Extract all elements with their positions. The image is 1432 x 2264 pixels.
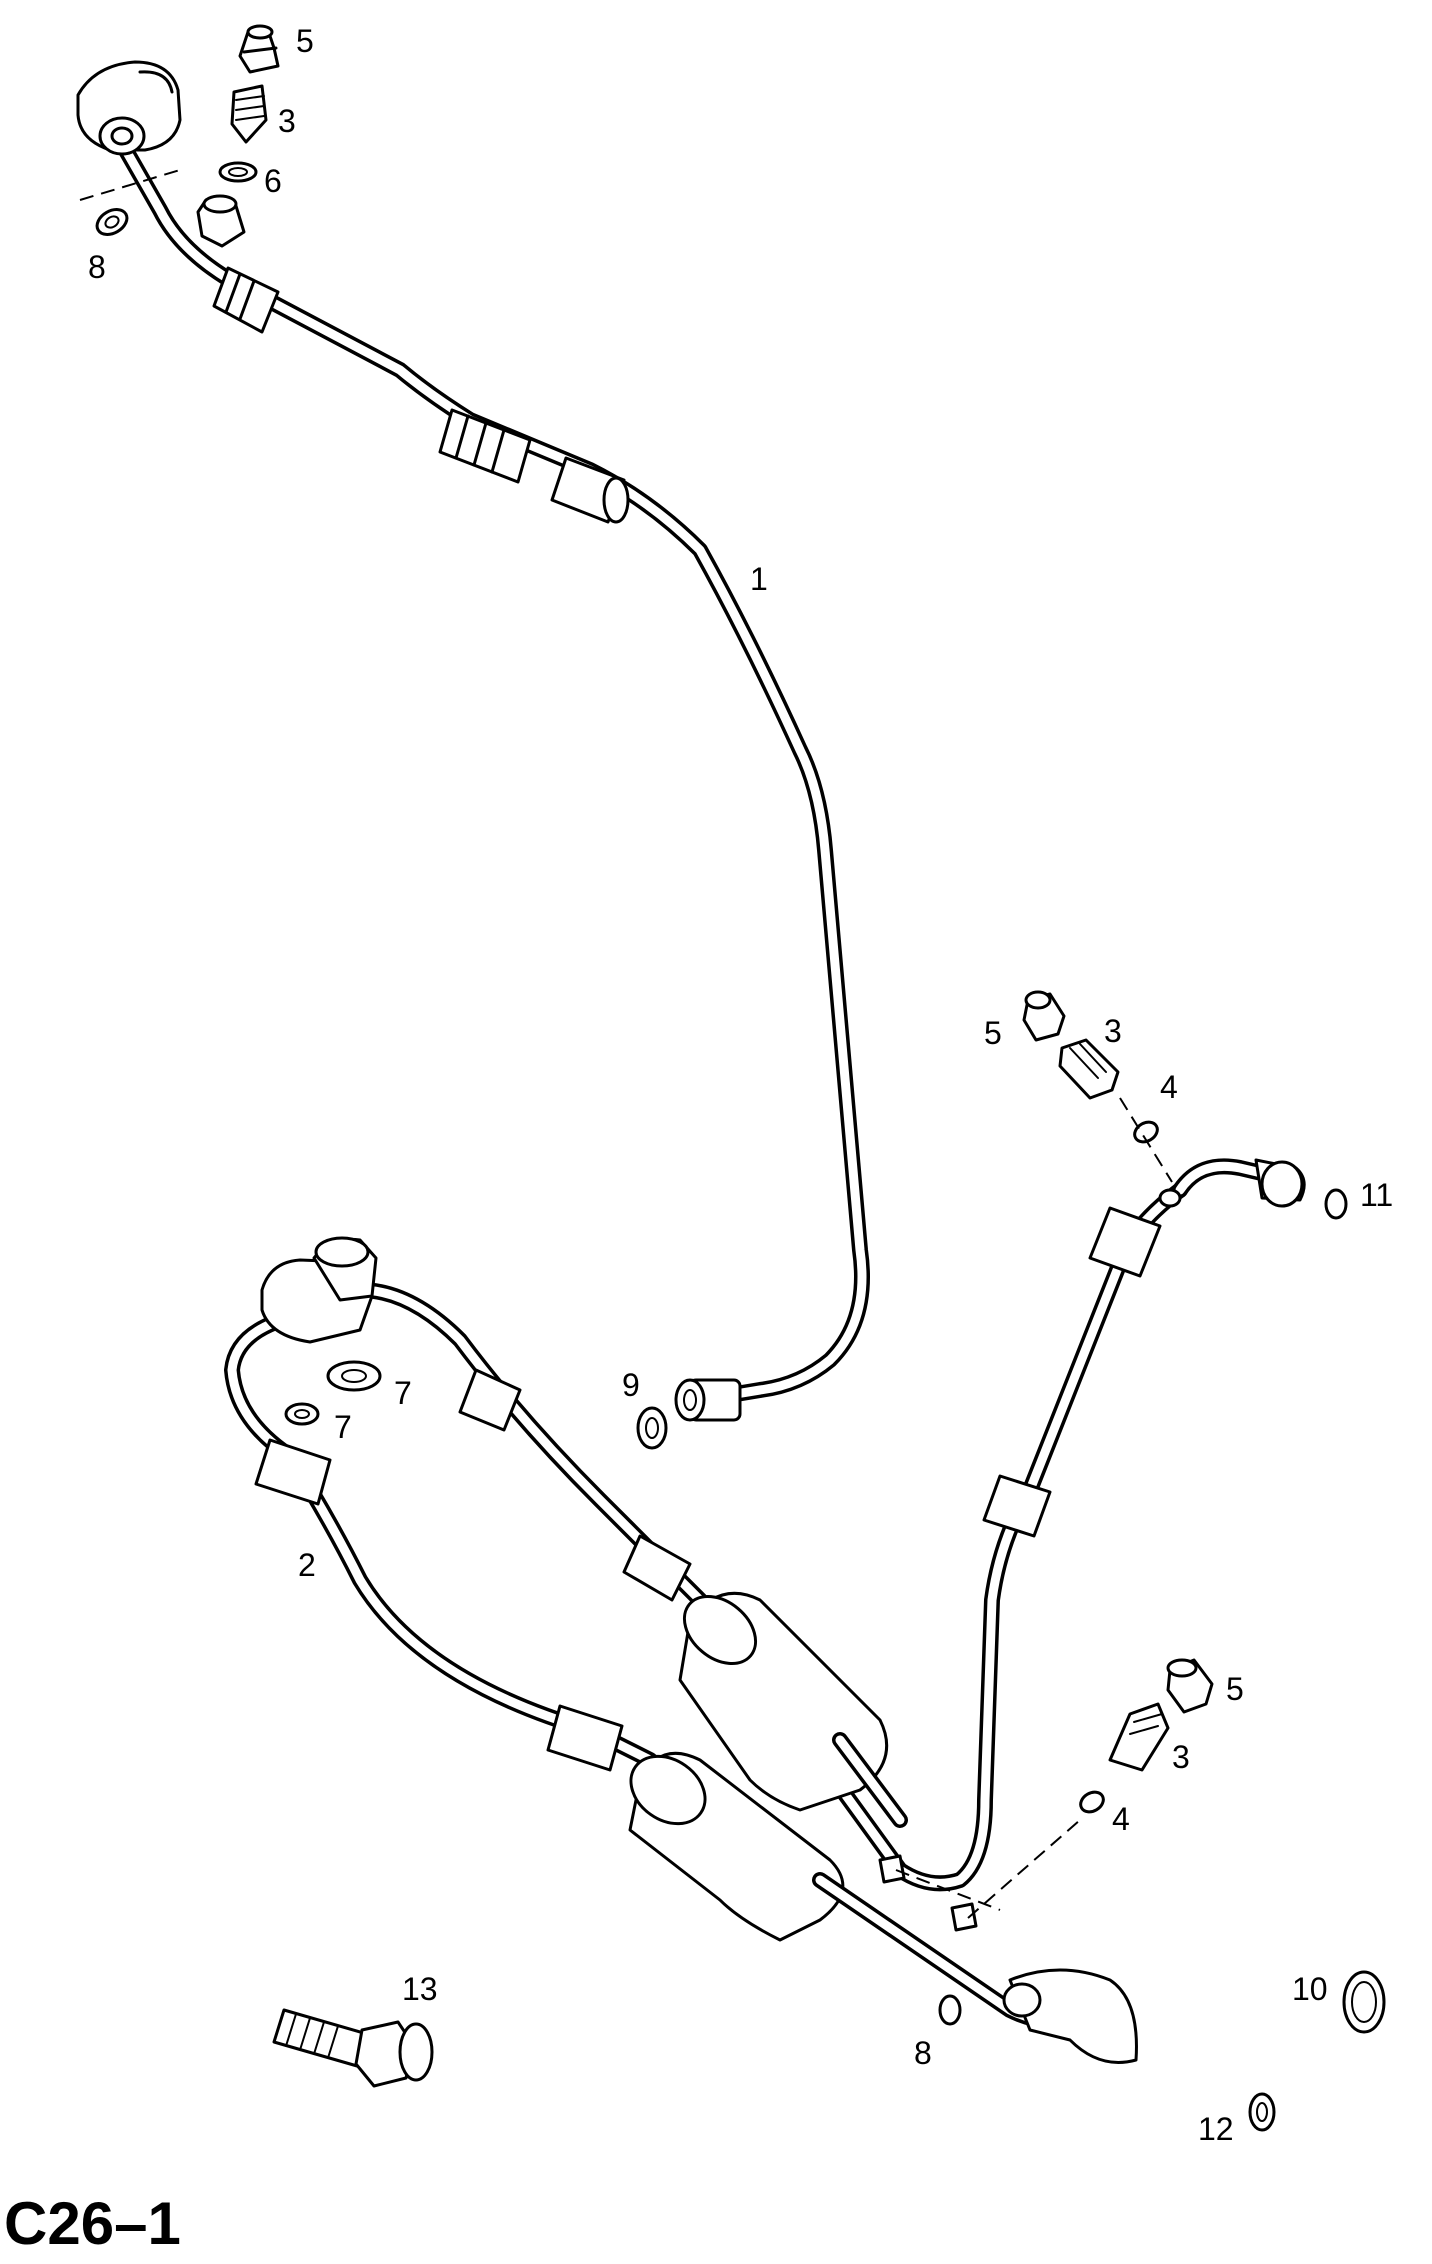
callout-10: 10 (1292, 1971, 1328, 2007)
oring-10 (1342, 1970, 1386, 2034)
callout-12: 12 (1198, 2111, 1234, 2147)
pipe-1-sleeve-mid (438, 408, 532, 484)
nut-top (196, 194, 246, 248)
callout-5-mid: 5 (984, 1015, 1002, 1051)
valve-core-3-lower (1108, 1702, 1170, 1772)
muffler-lower (628, 1751, 845, 1942)
callout-4-mid: 4 (1160, 1069, 1178, 1105)
oring-8-top (95, 208, 129, 236)
fitting-block-lower (260, 1236, 378, 1344)
cap-5-top (238, 24, 280, 74)
callout-5-lower: 5 (1226, 1671, 1244, 1707)
pipe-1-sleeve-top (212, 266, 280, 334)
callout-11: 11 (1360, 1177, 1393, 1213)
oring-8-lower (938, 1994, 962, 2026)
callout-1: 1 (750, 561, 768, 597)
oring-11 (1324, 1188, 1348, 1220)
pipe-1-end-fitting (674, 1378, 742, 1422)
cap-5-mid (1022, 990, 1066, 1042)
callout-3-mid: 3 (1104, 1013, 1122, 1049)
washer-7-upper (326, 1360, 382, 1392)
valve-core-3-top (230, 84, 268, 144)
callout-4-lower: 4 (1112, 1801, 1130, 1837)
bolt-13 (272, 2008, 434, 2088)
callout-7-lower: 7 (334, 1409, 352, 1445)
pipe-1 (112, 132, 870, 1422)
diagram-code: C26–1 (4, 2190, 181, 2257)
callout-8-top: 8 (88, 249, 106, 285)
callout-8-lower: 8 (914, 2035, 932, 2071)
seal-6 (218, 161, 258, 183)
oring-4-mid (1133, 1120, 1159, 1144)
callout-13: 13 (402, 1971, 438, 2007)
fitting-block-top-left (76, 60, 182, 156)
callout-5-top: 5 (296, 23, 314, 59)
callout-2: 2 (298, 1547, 316, 1583)
callout-3-lower: 3 (1172, 1739, 1190, 1775)
callout-7-upper: 7 (394, 1375, 412, 1411)
valve-core-3-mid (1058, 1038, 1120, 1100)
callout-3-top: 3 (278, 103, 296, 139)
pipe-2-assembly (224, 1236, 1138, 2064)
muffler-upper (678, 1591, 889, 1812)
oring-12 (1248, 2092, 1276, 2132)
washer-7-lower (284, 1402, 320, 1426)
callout-6: 6 (264, 163, 282, 199)
cap-5-lower (1166, 1658, 1214, 1714)
callout-9: 9 (622, 1367, 640, 1403)
pipe-1-sleeve-low (550, 456, 630, 524)
oring-4-lower (1079, 1790, 1105, 1814)
seal-9 (636, 1406, 668, 1450)
pipe-hose-right (834, 1158, 1306, 1892)
